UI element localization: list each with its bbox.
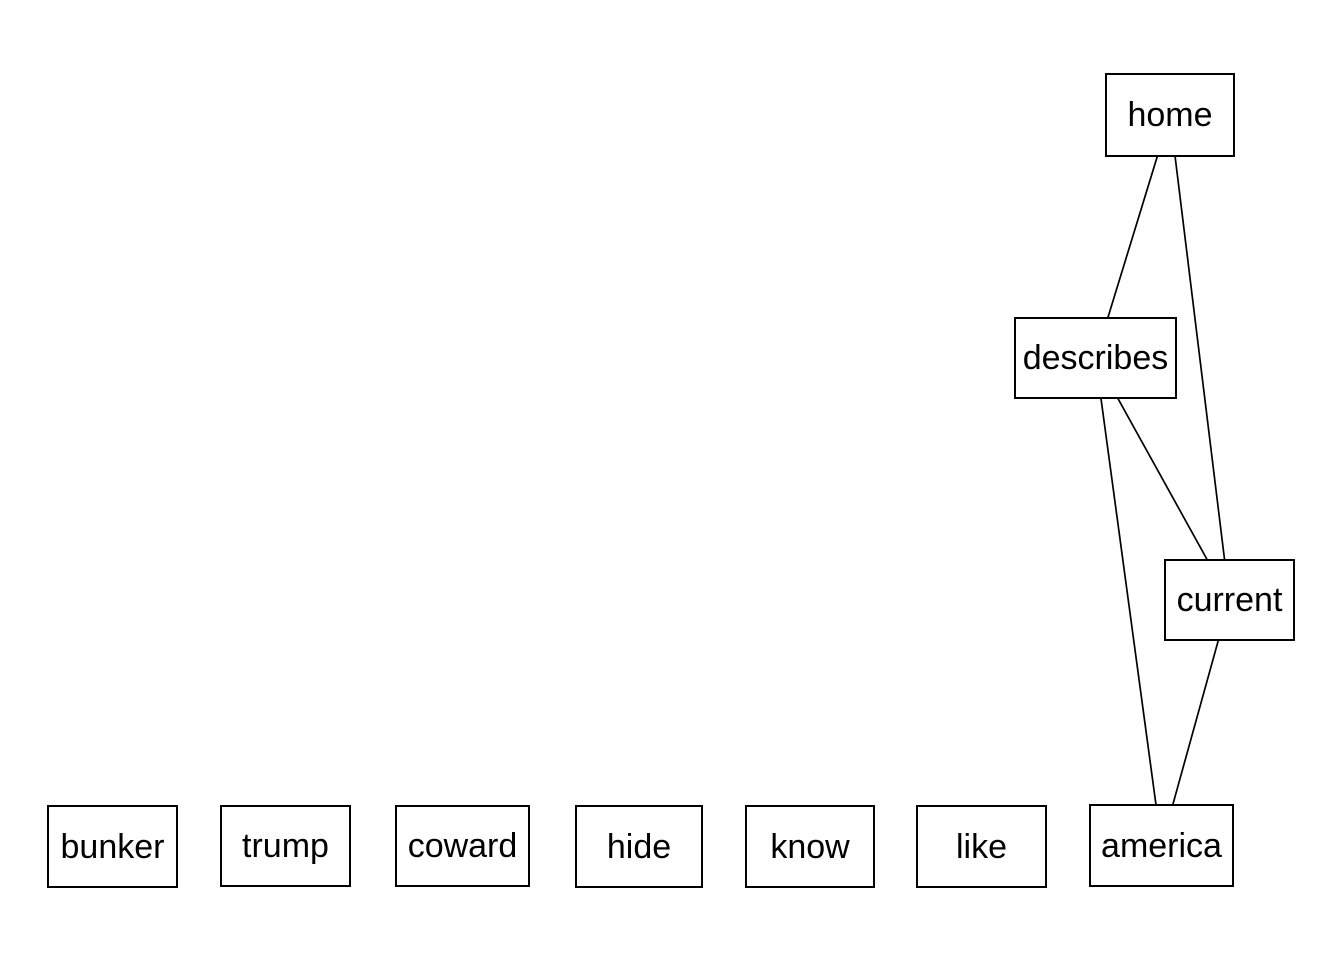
edge-describes-america [1094,357,1163,846]
node-label-current: current [1176,581,1283,619]
node-label-trump: trump [242,827,329,865]
node-like: like [916,805,1047,888]
node-label-america: america [1101,826,1222,865]
node-label-describes: describes [1022,339,1169,377]
node-coward: coward [395,805,530,887]
node-describes: describes [1014,317,1177,399]
node-home: home [1105,73,1235,157]
node-hide: hide [575,805,703,888]
node-america: america [1089,804,1234,887]
node-label-hide: hide [606,827,672,866]
node-current: current [1164,559,1295,641]
node-label-home: home [1127,96,1213,134]
node-know: know [745,805,875,888]
node-label-know: know [770,827,850,866]
node-label-like: like [955,827,1008,866]
node-label-bunker: bunker [60,827,165,866]
node-bunker: bunker [47,805,178,888]
node-trump: trump [220,805,351,887]
node-label-coward: coward [407,827,518,865]
edge-home-current [1169,114,1231,601]
